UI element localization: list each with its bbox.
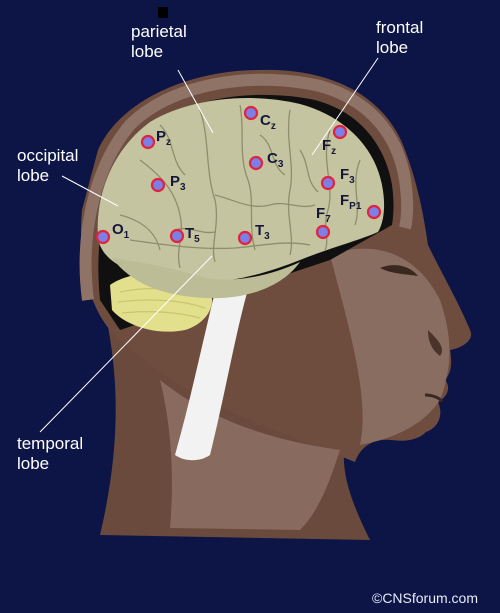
electrode-pz-dot xyxy=(140,134,156,150)
electrode-t5-dot xyxy=(169,228,185,244)
electrode-cz-dot xyxy=(243,105,259,121)
copyright-credit: ©CNSforum.com xyxy=(372,590,478,606)
label-temporal-lobe: temporal lobe xyxy=(17,434,84,473)
brain-stem xyxy=(175,280,250,461)
electrode-fp1-dot xyxy=(366,204,382,220)
label-occipital-lobe: occipital lobe xyxy=(17,146,79,185)
leader-occipital xyxy=(61,175,119,207)
electrode-p3-dot xyxy=(150,177,166,193)
eye xyxy=(380,265,418,276)
leader-temporal xyxy=(39,255,213,433)
face-shading xyxy=(330,248,450,445)
nostril xyxy=(428,330,443,356)
skull xyxy=(79,73,414,301)
cerebrum xyxy=(97,98,385,282)
leader-parietal xyxy=(177,69,214,134)
electrode-fz-dot xyxy=(332,124,348,140)
leader-lines xyxy=(39,57,379,433)
electrode-c3-dot xyxy=(248,155,264,171)
electrode-t3-dot xyxy=(237,230,253,246)
leader-frontal xyxy=(311,57,379,156)
mouth xyxy=(424,393,444,403)
label-frontal-lobe: frontal lobe xyxy=(376,18,424,57)
electrode-o1-dot xyxy=(95,229,111,245)
label-parietal-lobe: parietal lobe xyxy=(131,22,187,61)
marker-square xyxy=(158,7,168,18)
electrode-f3-dot xyxy=(320,175,336,191)
temporal-region xyxy=(112,258,300,299)
electrode-f7-dot xyxy=(315,224,331,240)
brain-folds xyxy=(119,104,361,269)
